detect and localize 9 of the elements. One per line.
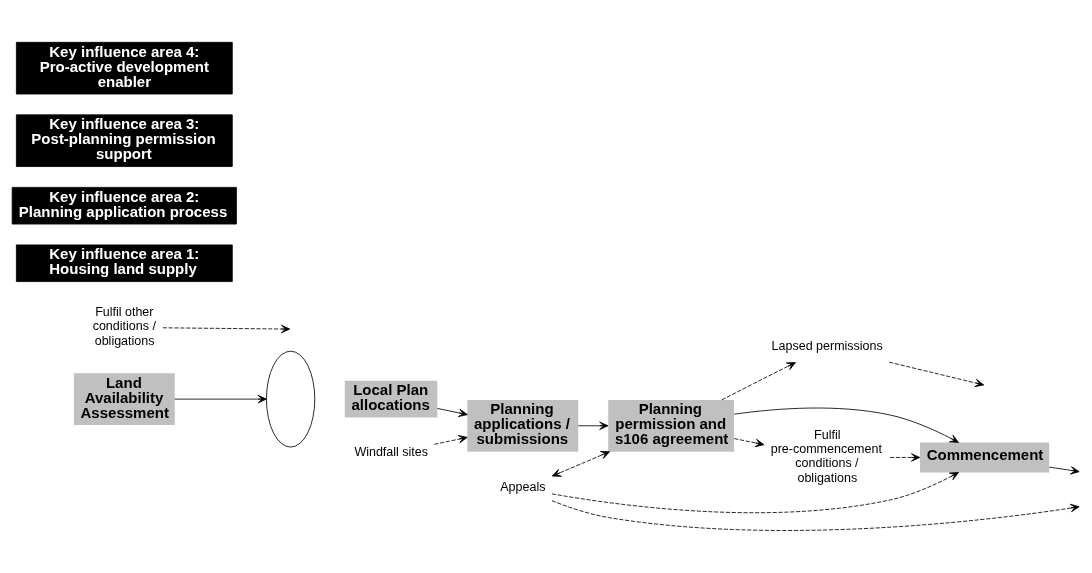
label: Key influence area 3: Post-planning permission support xyxy=(31,115,216,163)
node-text: Appeals xyxy=(500,480,546,495)
node-text: Windfall sites xyxy=(354,445,429,460)
node-text: Lapsed permissions xyxy=(771,339,883,354)
node-text: Fulfil other conditions / obligations xyxy=(92,305,156,348)
label: Key influence area 1: Housing land supply xyxy=(49,245,200,278)
label: Key influence area 2: Planning application process xyxy=(18,187,228,220)
node-text: Fulfil pre-commencement conditions / obligations xyxy=(770,428,882,485)
label: Key influence area 4: Pro-active development enabler xyxy=(39,42,209,90)
